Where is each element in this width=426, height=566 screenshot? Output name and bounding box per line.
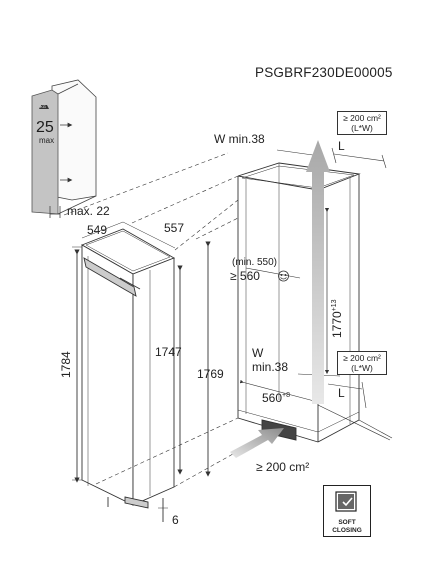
niche-bottom-w-min: min.38: [252, 360, 289, 374]
niche-bottom-vent-area: ≥ 200 cm²: [343, 353, 381, 363]
niche-bottom-vent-formula: (L*W): [351, 363, 373, 373]
niche-width-bottom-tolerance: +8: [282, 392, 291, 399]
soft-closing-icon: [335, 491, 357, 512]
soft-closing-badge: SOFT CLOSING: [323, 485, 371, 537]
appliance-depth-dim: 557: [164, 221, 185, 235]
soft-closing-label: SOFT CLOSING: [324, 519, 370, 534]
weight-icon: KG: [39, 104, 49, 109]
floor-vent-area: ≥ 200 cm²: [256, 460, 310, 474]
niche-top-vent-formula: (L*W): [351, 123, 373, 133]
appliance-width-dim: 549: [87, 223, 108, 237]
soft-closing-label-line2: CLOSING: [332, 526, 362, 534]
inset-weight-max: max: [39, 136, 55, 145]
niche-bottom-w-label: W: [252, 346, 264, 360]
niche-cabinet: [195, 147, 393, 443]
ventilation-arrow-vertical: [306, 140, 330, 404]
niche-bottom-l: L: [338, 386, 345, 400]
niche-top-w: W min.38: [214, 132, 265, 146]
appliance-height-total: 1769: [197, 367, 224, 381]
niche-top-vent-area: ≥ 200 cm²: [343, 113, 381, 123]
niche-bottom-vent-box: ≥ 200 cm² (L*W): [337, 351, 387, 375]
niche-inner-width: ≥ 560: [230, 269, 260, 283]
appliance-height-inner: 1747: [155, 345, 182, 359]
svg-text:KG: KG: [40, 104, 46, 109]
niche-height-tolerance: +13: [331, 299, 338, 312]
door-inset: [31, 79, 97, 218]
niche-width-bottom: 560+8: [262, 392, 290, 404]
niche-inner-width-min: (min. 550): [232, 257, 278, 268]
ventilation-arrow-floor: [230, 428, 284, 458]
niche-top-l: L: [338, 139, 345, 153]
document-code: PSGBRF230DE00005: [255, 65, 393, 80]
niche-width-bottom-value: 560: [262, 391, 283, 405]
smiley-icon: [278, 270, 289, 282]
niche-height-value: 1770: [330, 311, 344, 338]
niche-height: 1770+13: [330, 299, 344, 338]
appliance-height-outer: 1784: [59, 351, 73, 378]
soft-closing-label-line1: SOFT: [338, 519, 356, 526]
inset-weight-value: 25: [36, 119, 54, 136]
inset-max-depth: max. 22: [67, 204, 110, 218]
niche-top-vent-box: ≥ 200 cm² (L*W): [337, 111, 387, 135]
appliance-plinth-dim: 6: [172, 513, 179, 527]
